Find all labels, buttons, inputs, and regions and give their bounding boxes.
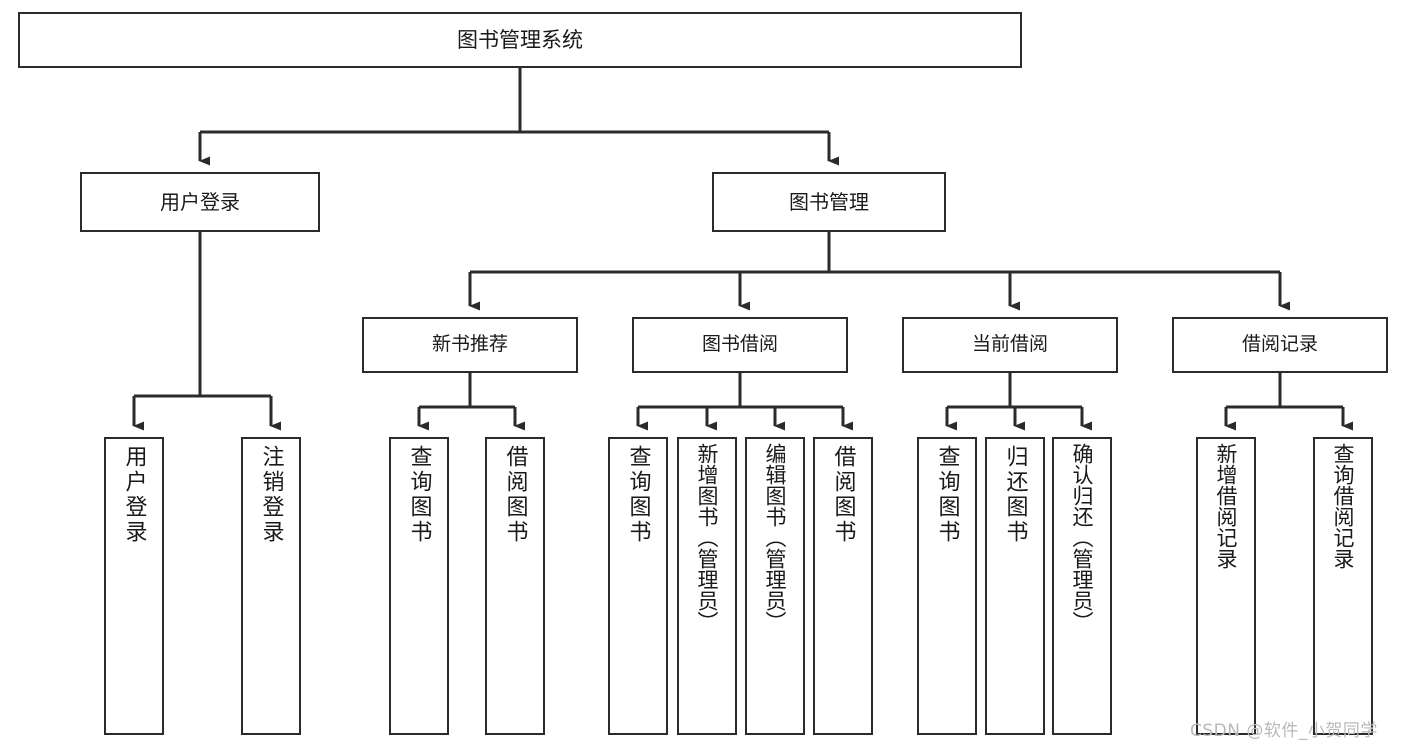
leaf-node[interactable]: 归还图书 xyxy=(985,437,1045,735)
node-label: 用户登录 xyxy=(121,445,147,545)
node-label: 新增图书（管理员） xyxy=(695,443,720,632)
node-label: 新增借阅记录 xyxy=(1214,443,1239,569)
node-label: 归还图书 xyxy=(1002,445,1028,545)
node-label: 借阅图书 xyxy=(502,445,528,545)
node-label: 查询借阅记录 xyxy=(1331,443,1356,569)
node-label: 当前借阅 xyxy=(971,333,1048,356)
node-label: 用户登录 xyxy=(160,189,240,214)
node-label: 图书管理 xyxy=(789,189,869,214)
node-label: 查询图书 xyxy=(625,445,651,545)
node-user-login[interactable]: 用户登录 xyxy=(80,172,320,232)
leaf-node[interactable]: 查询图书 xyxy=(608,437,668,735)
node-book-management[interactable]: 图书管理 xyxy=(712,172,946,232)
node-label: 编辑图书（管理员） xyxy=(763,443,788,632)
leaf-node[interactable]: 确认归还（管理员） xyxy=(1052,437,1112,735)
node-label: 借阅图书 xyxy=(830,445,856,545)
node-label: 新书推荐 xyxy=(431,333,508,356)
node-label: 图书借阅 xyxy=(701,333,778,356)
leaf-node[interactable]: 新增图书（管理员） xyxy=(677,437,737,735)
node-root-library-system[interactable]: 图书管理系统 xyxy=(18,12,1022,68)
leaf-node[interactable]: 查询借阅记录 xyxy=(1313,437,1373,735)
node-borrow-record[interactable]: 借阅记录 xyxy=(1172,317,1388,373)
csdn-watermark: CSDN @软件_小贺同学 xyxy=(1190,721,1378,741)
node-label: 查询图书 xyxy=(406,445,432,545)
node-label: 确认归还（管理员） xyxy=(1070,443,1095,632)
node-new-book-recommend[interactable]: 新书推荐 xyxy=(362,317,578,373)
leaf-node[interactable]: 用户登录 xyxy=(104,437,164,735)
leaf-node[interactable]: 借阅图书 xyxy=(485,437,545,735)
leaf-node[interactable]: 新增借阅记录 xyxy=(1196,437,1256,735)
leaf-node[interactable]: 注销登录 xyxy=(241,437,301,735)
edges xyxy=(132,68,1353,431)
node-label: 借阅记录 xyxy=(1241,333,1318,356)
leaf-node[interactable]: 编辑图书（管理员） xyxy=(745,437,805,735)
node-current-borrow[interactable]: 当前借阅 xyxy=(902,317,1118,373)
leaf-node[interactable]: 查询图书 xyxy=(917,437,977,735)
leaf-node[interactable]: 查询图书 xyxy=(389,437,449,735)
leaf-node[interactable]: 借阅图书 xyxy=(813,437,873,735)
node-label: 注销登录 xyxy=(258,445,284,545)
node-label: 图书管理系统 xyxy=(457,27,583,52)
node-book-borrow[interactable]: 图书借阅 xyxy=(632,317,848,373)
node-label: 查询图书 xyxy=(934,445,960,545)
